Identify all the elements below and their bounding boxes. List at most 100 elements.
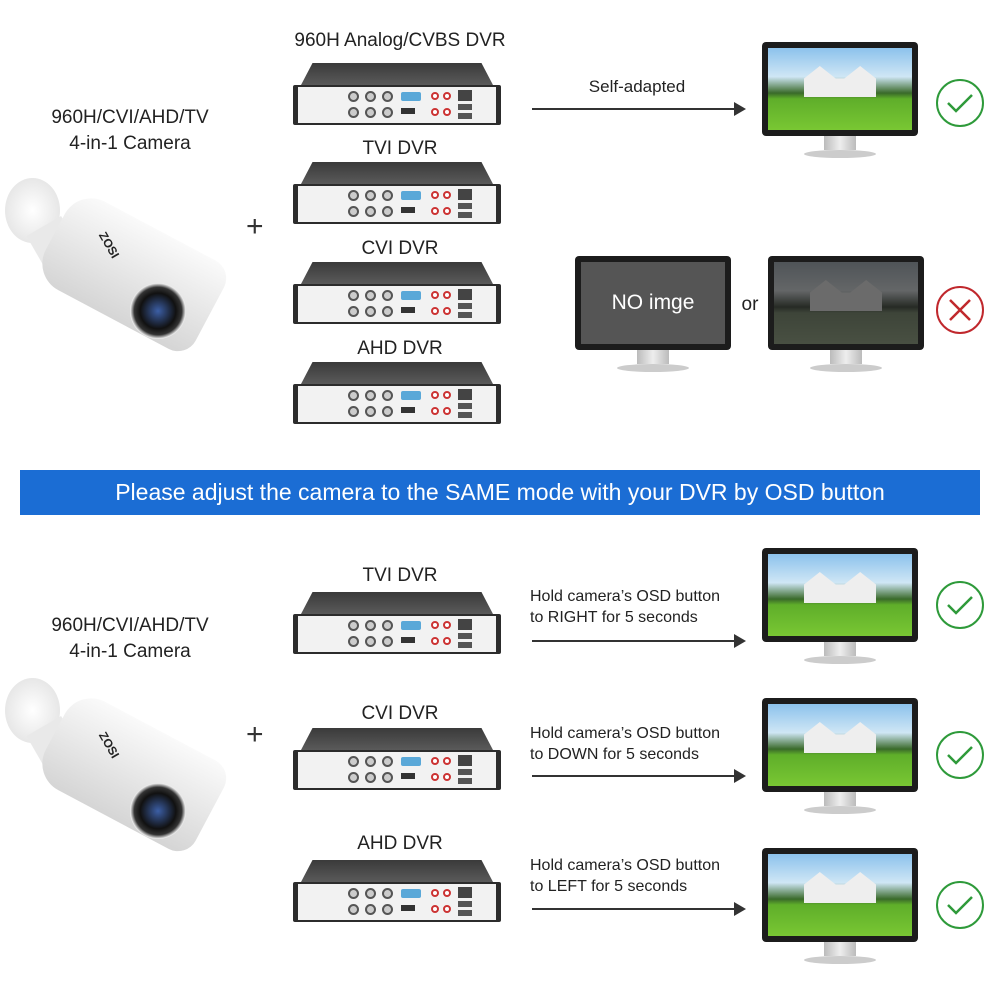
dvr-label: TVI DVR <box>362 138 438 159</box>
audio-port <box>431 773 439 781</box>
bnc-port <box>365 91 376 102</box>
usb-port <box>458 778 472 784</box>
dvr-device <box>293 162 501 224</box>
bnc-port <box>365 290 376 301</box>
instruction-line2: to DOWN for 5 seconds <box>530 746 699 763</box>
ethernet-port <box>458 887 472 898</box>
hdmi-port <box>401 307 415 313</box>
camera-label-line1: 960H/CVI/AHD/TV <box>51 107 209 128</box>
bnc-port <box>382 206 393 217</box>
usb-port <box>458 403 472 409</box>
audio-port <box>443 191 451 199</box>
bnc-port <box>348 888 359 899</box>
dvr-label: CVI DVR <box>361 703 439 724</box>
bnc-port <box>365 756 376 767</box>
dvr-label: 960H Analog/CVBS DVR <box>294 30 506 51</box>
monitor-ok <box>762 548 918 668</box>
bnc-port <box>382 190 393 201</box>
instruction-line2: to LEFT for 5 seconds <box>530 878 688 895</box>
bnc-port <box>382 290 393 301</box>
audio-port <box>443 637 451 645</box>
audio-port <box>443 307 451 315</box>
arrow-label: Self-adapted <box>588 77 686 96</box>
hdmi-port <box>401 207 415 213</box>
bnc-port <box>365 620 376 631</box>
bnc-port <box>365 390 376 401</box>
audio-port <box>431 291 439 299</box>
audio-port <box>443 757 451 765</box>
vga-port <box>401 92 421 101</box>
vga-port <box>401 291 421 300</box>
dvr-device <box>293 860 501 922</box>
usb-port <box>458 303 472 309</box>
instruction-line1: Hold camera’s OSD button <box>530 725 721 742</box>
usb-port <box>458 769 472 775</box>
audio-port <box>431 191 439 199</box>
bnc-port <box>348 636 359 647</box>
camera-image: ZOSI <box>0 668 240 873</box>
audio-port <box>431 889 439 897</box>
audio-port <box>431 637 439 645</box>
audio-port <box>443 391 451 399</box>
bnc-port <box>365 904 376 915</box>
bnc-port <box>365 888 376 899</box>
camera-label-line2: 4-in-1 Camera <box>69 641 191 662</box>
audio-port <box>443 905 451 913</box>
no-image-text: NO imge <box>581 262 725 344</box>
bnc-port <box>382 772 393 783</box>
ethernet-port <box>458 619 472 630</box>
usb-port <box>458 642 472 648</box>
audio-port <box>431 307 439 315</box>
bnc-port <box>348 620 359 631</box>
plus-sign: + <box>246 210 264 243</box>
camera-label-line1: 960H/CVI/AHD/TV <box>51 615 209 636</box>
camera-image: ZOSI <box>0 168 240 373</box>
bnc-port <box>382 620 393 631</box>
bnc-port <box>382 904 393 915</box>
bnc-port <box>348 406 359 417</box>
audio-port <box>443 92 451 100</box>
monitor-ok <box>762 698 918 818</box>
audio-port <box>443 773 451 781</box>
audio-port <box>431 108 439 116</box>
bnc-port <box>365 306 376 317</box>
usb-port <box>458 104 472 110</box>
bnc-port <box>365 190 376 201</box>
audio-port <box>443 291 451 299</box>
bnc-port <box>348 756 359 767</box>
bnc-port <box>382 888 393 899</box>
usb-port <box>458 633 472 639</box>
audio-port <box>443 407 451 415</box>
ethernet-port <box>458 289 472 300</box>
bnc-port <box>382 91 393 102</box>
bnc-port <box>365 636 376 647</box>
monitor-no-image: NO imge <box>575 256 731 376</box>
audio-port <box>431 92 439 100</box>
vga-port <box>401 191 421 200</box>
hdmi-port <box>401 905 415 911</box>
usb-port <box>458 312 472 318</box>
bnc-port <box>348 772 359 783</box>
bnc-port <box>348 904 359 915</box>
bnc-port <box>382 756 393 767</box>
bnc-port <box>348 91 359 102</box>
ethernet-port <box>458 389 472 400</box>
bnc-port <box>365 406 376 417</box>
arrow <box>532 102 746 116</box>
bnc-port <box>348 190 359 201</box>
usb-port <box>458 412 472 418</box>
dvr-device <box>293 592 501 654</box>
arrow <box>532 634 746 648</box>
ethernet-port <box>458 755 472 766</box>
dvr-device <box>293 262 501 324</box>
dvr-device <box>293 728 501 790</box>
vga-port <box>401 391 421 400</box>
usb-port <box>458 203 472 209</box>
audio-port <box>431 207 439 215</box>
dvr-label: TVI DVR <box>362 565 438 586</box>
instruction-line1: Hold camera’s OSD button <box>530 588 721 605</box>
check-icon <box>936 731 984 779</box>
instruction-line1: Hold camera’s OSD button <box>530 857 721 874</box>
usb-port <box>458 910 472 916</box>
monitor-dark-image <box>768 256 924 376</box>
